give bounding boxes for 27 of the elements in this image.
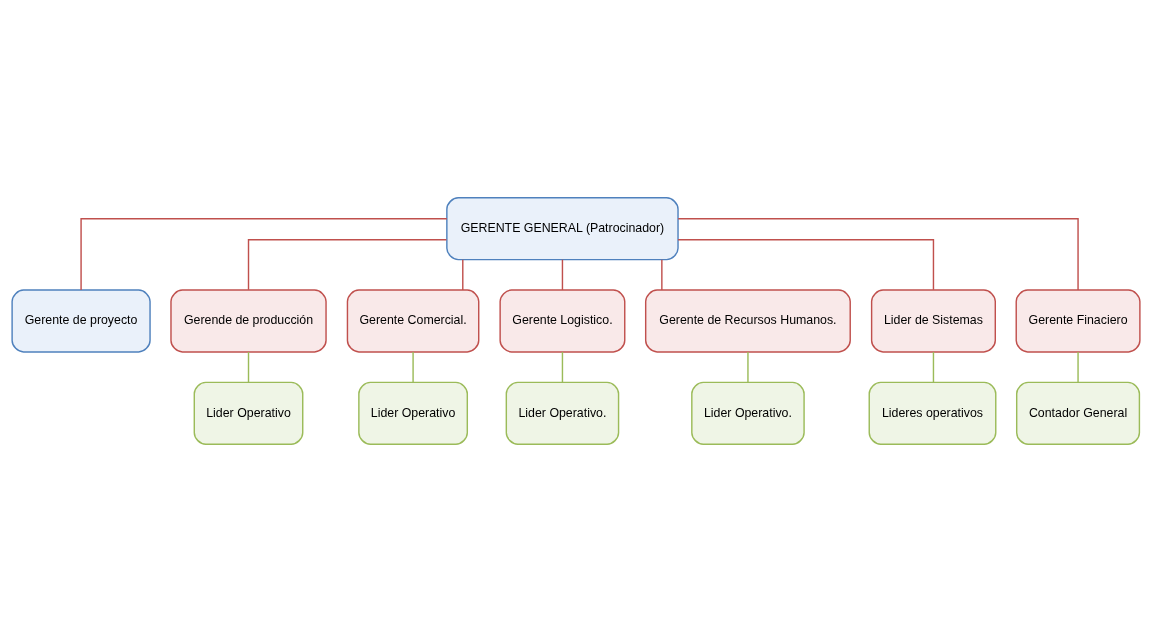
- connector: [677, 218, 1079, 291]
- node-box: Lider Operativo: [193, 381, 304, 445]
- node-box: GERENTE GENERAL (Patrocinador): [446, 197, 679, 261]
- connector: [561, 259, 564, 291]
- node-box: Gerente Finaciero: [1015, 289, 1141, 353]
- node-box: Lider Operativo.: [691, 381, 805, 445]
- node-box: Lider de Sistemas: [870, 289, 996, 353]
- node-box: Gerente Logistico.: [499, 289, 626, 353]
- node-box: Gerente de Recursos Humanos.: [644, 289, 851, 353]
- connector: [412, 351, 414, 383]
- node-box: Gerende de producción: [170, 289, 327, 353]
- connector: [462, 259, 464, 291]
- connector: [80, 218, 448, 291]
- node-box: Gerente Comercial.: [346, 289, 480, 353]
- node-box: Lider Operativo: [358, 381, 469, 445]
- connector: [932, 351, 935, 383]
- connector: [247, 351, 250, 383]
- node-box: Lideres operativos: [868, 381, 997, 445]
- connector: [561, 351, 564, 383]
- connector: [661, 259, 663, 291]
- connector: [747, 351, 749, 383]
- connector: [247, 238, 448, 291]
- node-box: Contador General: [1015, 381, 1141, 445]
- node-box: Gerente de proyecto: [11, 289, 151, 353]
- node-box: Lider Operativo.: [505, 381, 620, 445]
- connector: [677, 238, 935, 291]
- connector: [1077, 351, 1079, 383]
